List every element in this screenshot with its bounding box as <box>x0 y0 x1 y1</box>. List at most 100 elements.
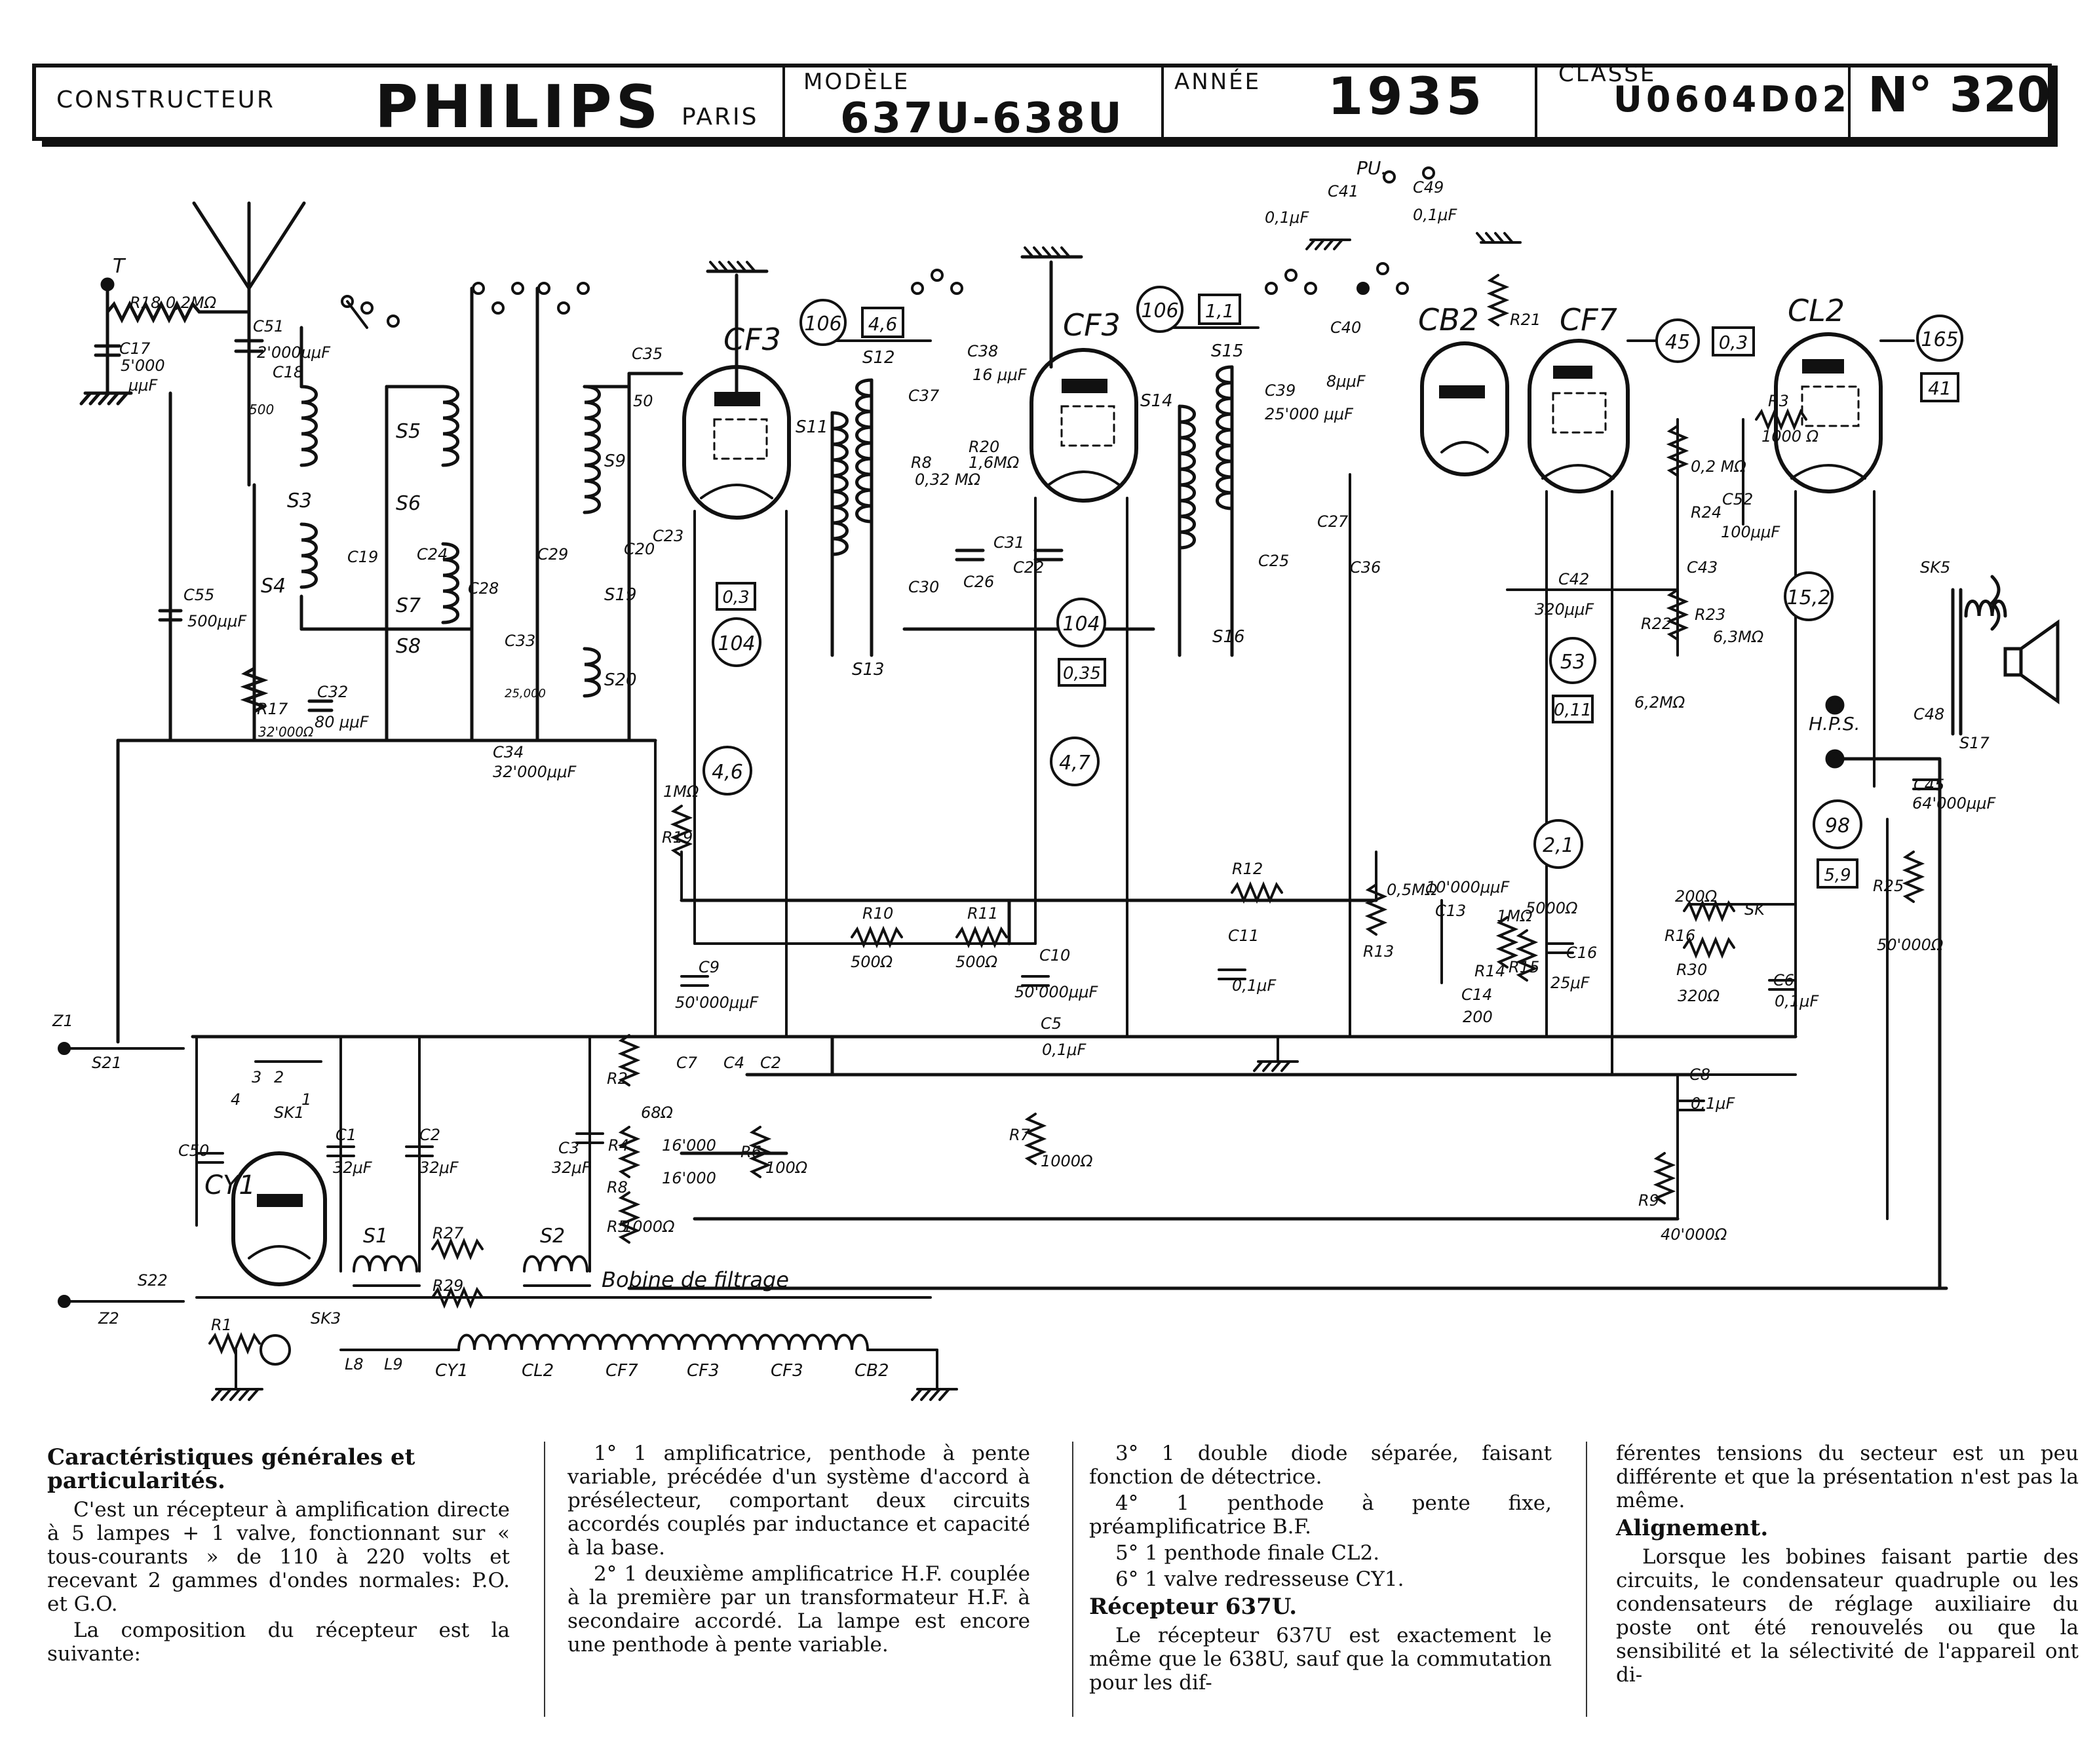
schematic-label: R30 <box>1676 961 1707 979</box>
section-heading-caracteristiques: Caractéristiques générales et particular… <box>47 1444 415 1494</box>
classe-label: CLASSE <box>1558 61 1656 87</box>
schematic-label: C34 <box>493 743 524 761</box>
paragraph: 1° 1 amplificatrice, penthode à pente va… <box>568 1442 1030 1560</box>
wave-switch <box>341 166 1435 329</box>
schematic-label: Bobine de filtrage <box>602 1267 789 1292</box>
schematic-label: S3 <box>287 489 312 512</box>
schematic-label: R22 <box>1641 615 1672 633</box>
schematic-label: 0,2 MΩ <box>1691 457 1747 476</box>
schematic-label: R25 <box>1873 877 1904 895</box>
paragraph: férentes tensions du secteur est un peu … <box>1616 1442 2079 1512</box>
schematic-label: R23 <box>1695 605 1725 624</box>
schematic-label: 32'000Ω <box>258 724 314 740</box>
classe-code: U0604D02 <box>1613 79 1851 120</box>
schematic-label: R17 <box>257 700 288 718</box>
schematic-label: 0,5MΩ <box>1387 881 1438 899</box>
paragraph: 4° 1 penthode à pente fixe, préamplifica… <box>1089 1491 1552 1539</box>
schematic-label: 25'000 μμF <box>1265 405 1354 423</box>
schematic-label: C7 <box>676 1054 698 1072</box>
schematic-label: 5'000 <box>121 356 165 375</box>
column-divider <box>544 1442 545 1717</box>
schematic-label: 50 <box>633 392 653 410</box>
rails <box>116 483 1948 1290</box>
ground-symbols <box>709 232 1522 1072</box>
model-number: 637U-638U <box>840 94 1125 143</box>
schematic-label: C38 <box>967 342 998 360</box>
schematic-label: 500 <box>249 402 274 417</box>
paragraph: 5° 1 penthode finale CL2. <box>1115 1541 1380 1565</box>
schematic-label: S14 <box>1140 391 1173 411</box>
schematic-label: 16 μμF <box>972 366 1028 384</box>
schematic-label: 1000 Ω <box>1761 427 1819 446</box>
schematic-label: R1 <box>211 1316 232 1334</box>
schematic-label: L8 <box>345 1355 364 1373</box>
schematic-label: CB2 <box>855 1361 889 1381</box>
schematic-label: 6,3MΩ <box>1713 628 1764 646</box>
schematic-label: 1MΩ <box>1497 907 1533 925</box>
schematic-label: 1 <box>301 1090 311 1109</box>
schematic-label: SK5 <box>1920 558 1950 577</box>
schematic-label: C30 <box>908 578 939 596</box>
schematic-label: 320Ω <box>1678 987 1720 1005</box>
schematic-label: 0,3 <box>722 588 749 607</box>
schematic-label: 104 <box>718 632 755 655</box>
header-box: CONSTRUCTEUR PHILIPS PARIS MODÈLE 637U-6… <box>32 61 2058 147</box>
schematic-label: 0,32 MΩ <box>915 470 981 489</box>
schematic-label: 0,1μF <box>1232 976 1277 995</box>
schematic-label: C2 <box>419 1126 440 1144</box>
tube-label-cl2: CL2 <box>1788 293 1845 328</box>
schematic-label: S11 <box>796 417 828 437</box>
schematic-label: 0,11 <box>1554 700 1592 720</box>
schematic-label: 8μμF <box>1326 372 1366 391</box>
resistors <box>208 274 1925 1355</box>
schematic-label: C42 <box>1558 570 1589 588</box>
schematic-label: 165 <box>1921 328 1958 351</box>
schematic-label: S4 <box>261 575 286 598</box>
schematic-label: R18 0,2MΩ <box>130 294 217 312</box>
schematic-label: R16 <box>1664 927 1695 945</box>
schematic-label: 98 <box>1825 815 1850 837</box>
schematic-label: S16 <box>1212 627 1245 647</box>
schematic-label: H.P.S. <box>1809 713 1860 735</box>
schematic-label: CY1 <box>435 1361 469 1381</box>
schematic-label: C26 <box>963 573 994 591</box>
schematic-label: R21 <box>1510 311 1541 329</box>
paragraph: C'est un récepteur à amplification direc… <box>47 1498 510 1616</box>
schematic-label: S1 <box>363 1225 388 1248</box>
schematic-label: 53 <box>1560 651 1585 674</box>
modele-label: MODÈLE <box>803 68 910 95</box>
schematic-label: 1,6MΩ <box>969 453 1020 472</box>
schematic-label: 25μF <box>1550 974 1590 992</box>
schematic-label: 5000Ω <box>1526 899 1578 917</box>
schematic-label: R19 <box>662 828 693 847</box>
paragraph: 3° 1 double diode séparée, faisant fonct… <box>1089 1442 1552 1489</box>
capacitors <box>195 778 1941 1164</box>
schematic-label: C36 <box>1350 558 1381 577</box>
city-label: PARIS <box>682 104 759 130</box>
schematic-label: R2 <box>607 1069 628 1088</box>
schematic-label: 68Ω <box>641 1103 674 1122</box>
paragraph: 2° 1 deuxième amplificatrice H.F. couplé… <box>568 1562 1030 1657</box>
text-column-2: 1° 1 amplificatrice, penthode à pente va… <box>568 1442 1030 1659</box>
schematic-label: Z2 <box>98 1309 119 1328</box>
schematic-label: 100Ω <box>765 1159 808 1177</box>
schematic-label: C28 <box>468 579 499 598</box>
schematic-label: CF3 <box>771 1361 803 1381</box>
schematic-label: R12 <box>1232 860 1263 878</box>
schematic-label: C50 <box>178 1141 209 1160</box>
antenna-section <box>79 201 334 742</box>
schematic-label: S8 <box>396 635 421 658</box>
schematic-label: C16 <box>1566 944 1597 962</box>
schematic-label: 45 <box>1665 331 1690 354</box>
schematic-label: C20 <box>624 540 655 558</box>
brand-name: PHILIPS <box>375 73 662 142</box>
schematic-label: PU. <box>1356 157 1387 179</box>
schematic-label: 1MΩ <box>663 782 699 801</box>
tube-cl2: CL2 <box>1774 293 1883 493</box>
tube-label-cf3-2: CF3 <box>1063 307 1121 343</box>
schematic-label: C35 <box>632 345 663 363</box>
schematic-label: 50'000μμF <box>1014 983 1098 1001</box>
tube-label-cy1: CY1 <box>204 1170 256 1200</box>
schematic-label: 5,9 <box>1824 866 1851 885</box>
schematic-label: CF3 <box>687 1361 720 1381</box>
